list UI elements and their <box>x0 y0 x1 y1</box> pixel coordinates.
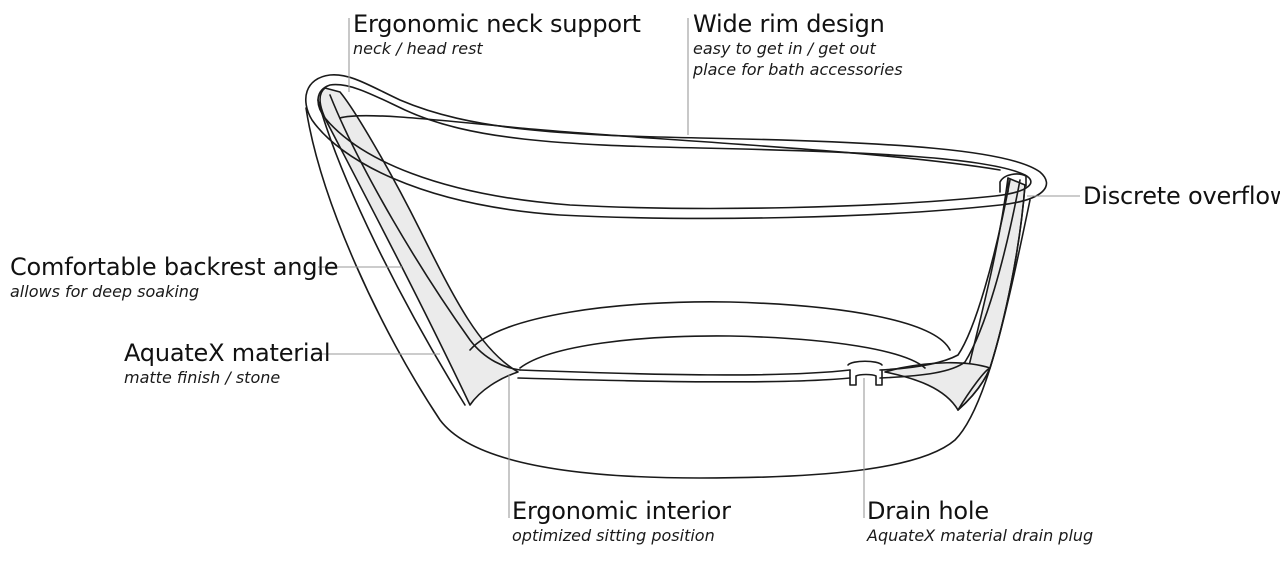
bottom-right-cutaway <box>884 361 991 411</box>
drain-hole <box>849 369 883 386</box>
inner-rim-lip <box>339 114 1001 171</box>
callout-interior: Ergonomic interior optimized sitting pos… <box>512 497 731 546</box>
callout-title: Discrete overflow <box>1083 182 1280 210</box>
callout-title: AquateX material <box>124 339 331 367</box>
interior-floor-right-base <box>879 179 1021 379</box>
callout-title: Drain hole <box>867 497 989 525</box>
interior-floor-right <box>879 179 1011 371</box>
drain-top <box>847 360 883 366</box>
callout-subtitle: AquateX material drain plug <box>867 526 1094 545</box>
callout-subtitle: easy to get in / get out <box>693 39 876 58</box>
bowl-ellipse-outer <box>469 301 951 351</box>
callout-title: Comfortable backrest angle <box>10 253 339 281</box>
overflow-slot <box>999 173 1027 193</box>
callout-subtitle: optimized sitting position <box>512 526 715 545</box>
inner-left-wall <box>329 94 521 371</box>
inner-rim <box>317 83 1032 210</box>
callout-overflow: Discrete overflow <box>1083 182 1280 210</box>
callout-neck-support: Ergonomic neck support neck / head rest <box>353 10 641 59</box>
callout-title: Wide rim design <box>693 10 885 38</box>
callout-drain: Drain hole AquateX material drain plug <box>867 497 1093 546</box>
callout-subtitle: place for bath accessories <box>693 60 903 79</box>
interior-floor-base <box>517 377 851 383</box>
outer-rim <box>304 74 1048 220</box>
interior-floor <box>519 369 851 376</box>
outer-left-wall <box>317 99 466 406</box>
outer-shell <box>305 107 1031 479</box>
right-wall-edge <box>957 184 1026 411</box>
callout-subtitle: matte finish / stone <box>124 368 281 387</box>
callout-wide-rim: Wide rim design easy to get in / get out… <box>693 10 903 80</box>
callout-subtitle: neck / head rest <box>353 39 483 58</box>
callout-backrest: Comfortable backrest angle allows for de… <box>10 253 339 302</box>
bowl-ellipse-inner <box>519 335 926 369</box>
callout-title: Ergonomic interior <box>512 497 731 525</box>
callout-material: AquateX material matte finish / stone <box>124 339 331 388</box>
callout-title: Ergonomic neck support <box>353 10 641 38</box>
callout-subtitle: allows for deep soaking <box>10 282 200 301</box>
